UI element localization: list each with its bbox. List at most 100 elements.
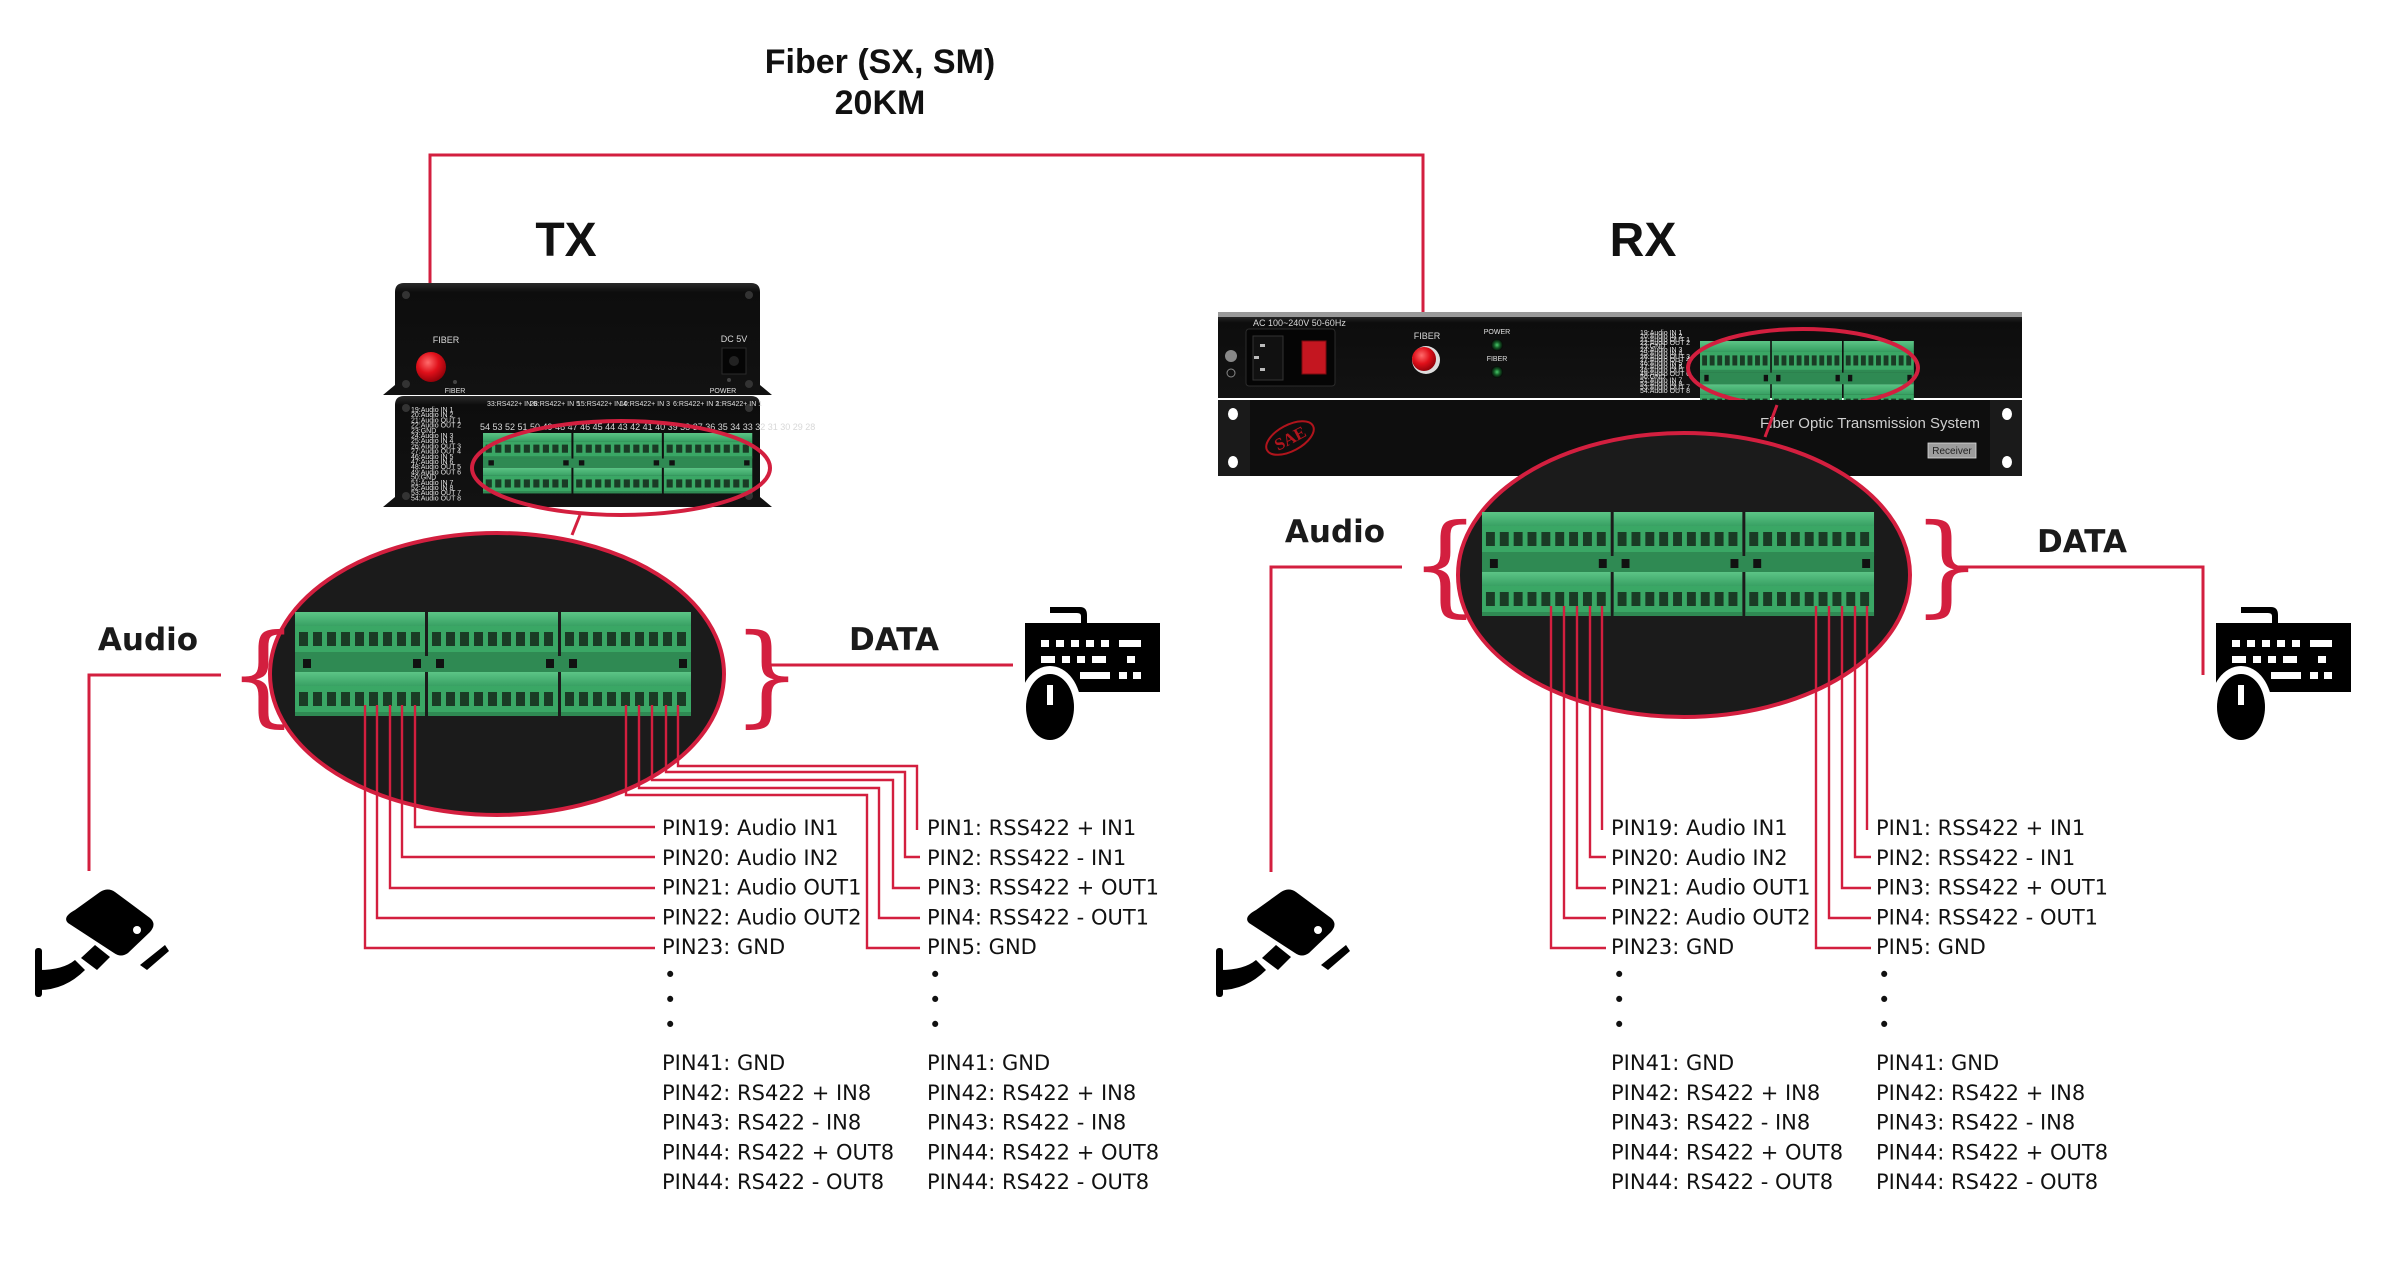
pin-label: PIN44: RS422 + OUT8	[927, 1140, 1159, 1164]
wire-pin22	[1562, 606, 1606, 920]
tx-side-labels: 19:Audio IN 120:Audio IN 221:Audio OUT 1…	[411, 407, 461, 502]
rx-receiver-badge-text: Receiver	[1932, 446, 1972, 457]
pin-label: PIN41: GND	[1876, 1051, 1999, 1075]
screw-icon	[745, 404, 753, 412]
rx-data-label: DATA	[2037, 524, 2127, 560]
device-pin-label: 47:Audio IN 6	[1640, 364, 1683, 371]
device-pin-label: 52:Audio IN 8	[411, 485, 454, 492]
rx-fiber-connector	[1412, 347, 1436, 371]
tx-title: TX	[535, 214, 596, 267]
rx-zoom-terminal-blocks	[1482, 512, 1874, 616]
device-pin-label: 15:RS422+ IN 4	[577, 401, 627, 408]
device-pin-label: 46:Audio IN 5	[1640, 361, 1683, 368]
ellipsis-dot: •	[664, 1013, 676, 1037]
pin-label: PIN22: Audio OUT2	[1611, 905, 1811, 929]
rx-ground-screw	[1225, 350, 1237, 362]
wire-pin5	[624, 705, 920, 950]
device-pin-label: 24:Audio IN 3	[1640, 347, 1683, 354]
device-pin-label: 48:Audio OUT 5	[411, 464, 461, 471]
pin-label: PIN5: GND	[927, 935, 1037, 959]
tx-fiber-led	[453, 380, 457, 384]
wire-pin23	[363, 705, 655, 950]
pin-label: PIN21: Audio OUT1	[662, 876, 862, 900]
ellipsis-dot: •	[1878, 963, 1890, 987]
pin-label: PIN4: RSS422 - OUT1	[1876, 905, 2098, 929]
device-pin-label: 54:Audio OUT 8	[411, 495, 461, 502]
pin-label: PIN42: RS422 + IN8	[662, 1081, 871, 1105]
device-pin-label: 21:Audio OUT 1	[1640, 337, 1690, 344]
pin-label: PIN41: GND	[662, 1051, 785, 1075]
wire-pin3	[1840, 606, 1871, 890]
pin-label: PIN44: RS422 - OUT8	[662, 1170, 884, 1194]
ellipsis-dot: •	[664, 988, 676, 1012]
device-pin-label: 33:RS422+ IN 6	[487, 401, 537, 408]
ellipsis-dot: •	[1878, 1013, 1890, 1037]
screw-icon	[745, 380, 753, 388]
pin-label: PIN41: GND	[1611, 1051, 1734, 1075]
rx-side-labels: 19:Audio IN 120:Audio IN 221:Audio OUT 1…	[1640, 330, 1690, 395]
device-pin-label: 27:Audio OUT 4	[411, 449, 461, 456]
wire-pin21	[1575, 606, 1606, 890]
fiber-link-line	[428, 153, 1425, 352]
tx-device: FIBER FIBER DC 5V POWER 19:Audio IN 120:…	[383, 283, 815, 517]
rx-title: RX	[1610, 214, 1677, 267]
pin-label: PIN3: RSS422 + OUT1	[1876, 876, 2108, 900]
tx-power-led-label: POWER	[710, 388, 736, 395]
device-pin-label: 49:Audio OUT 6	[411, 469, 461, 476]
rack-hole	[2002, 456, 2012, 468]
pin-label: PIN23: GND	[662, 935, 785, 959]
ellipsis-dot: •	[1613, 1013, 1625, 1037]
ellipsis-dot: •	[1613, 963, 1625, 987]
device-pin-label: 50:GND	[411, 475, 436, 482]
device-pin-label: 28:RS422+ IN 5	[530, 401, 580, 408]
tx-zoom-terminal-blocks	[295, 612, 691, 716]
wire-pin21	[388, 705, 655, 890]
rx-zoom-callout-line	[1763, 404, 1779, 438]
tx-pin-numbers: 54 53 52 51 50 49 48 47 46 45 44 43 42 4…	[480, 422, 815, 432]
wire-pin2	[1853, 606, 1871, 859]
pin-label: PIN20: Audio IN2	[662, 846, 839, 870]
pin-label: PIN2: RSS422 - IN1	[927, 846, 1126, 870]
wire-pin20	[1588, 606, 1606, 859]
pin-label: PIN2: RSS422 - IN1	[1876, 846, 2075, 870]
wire-pin23	[1549, 606, 1606, 950]
pin-label: PIN42: RS422 + IN8	[1876, 1081, 2085, 1105]
rack-hole	[1228, 408, 1238, 420]
pin-label: PIN23: GND	[1611, 935, 1734, 959]
device-pin-label: 23:GND	[411, 428, 436, 435]
tx-audio-pin-wires	[363, 705, 655, 950]
wire-pin4	[1827, 606, 1871, 920]
ground-icon	[1226, 368, 1236, 378]
fiber-link-distance: 20KM	[835, 84, 926, 122]
rx-audio-pin-wires	[1549, 606, 1606, 950]
pin-label: PIN1: RSS422 + IN1	[1876, 816, 2085, 840]
rx-power-switch	[1301, 340, 1327, 375]
pin-label: PIN4: RSS422 - OUT1	[927, 905, 1149, 929]
device-pin-label: 26:Audio OUT 3	[411, 443, 461, 450]
device-pin-label: 52:Audio IN 8	[1640, 381, 1683, 388]
rx-data-line	[1957, 565, 2205, 675]
rx-product-name: Fiber Optic Transmission System	[1760, 415, 1980, 432]
tx-power-led	[727, 378, 731, 382]
device-pin-label: 23:GND	[1640, 344, 1665, 351]
device-pin-label: 27:Audio OUT 4	[1640, 357, 1690, 364]
rx-audio-line	[1269, 565, 1402, 872]
device-pin-label: 20:Audio IN 2	[411, 412, 454, 419]
screw-icon	[402, 380, 410, 388]
rx-audio-brace: {	[1410, 500, 1480, 628]
pin-label: PIN42: RS422 + IN8	[927, 1081, 1136, 1105]
ellipsis-dot: •	[929, 988, 941, 1012]
pin-label: PIN44: RS422 + OUT8	[662, 1140, 894, 1164]
device-pin-label: 22:Audio OUT 2	[1640, 340, 1690, 347]
rx-top-edge	[1218, 312, 2022, 317]
screw-icon	[745, 291, 753, 299]
rx-power-led	[1491, 339, 1503, 351]
tx-fiber-connector	[416, 352, 446, 382]
device-pin-label: 54:Audio OUT 8	[1640, 388, 1690, 395]
wire-pin4	[637, 705, 920, 920]
rx-fiber-led-label: FIBER	[1487, 356, 1508, 363]
pin-label: PIN3: RSS422 + OUT1	[927, 876, 1159, 900]
